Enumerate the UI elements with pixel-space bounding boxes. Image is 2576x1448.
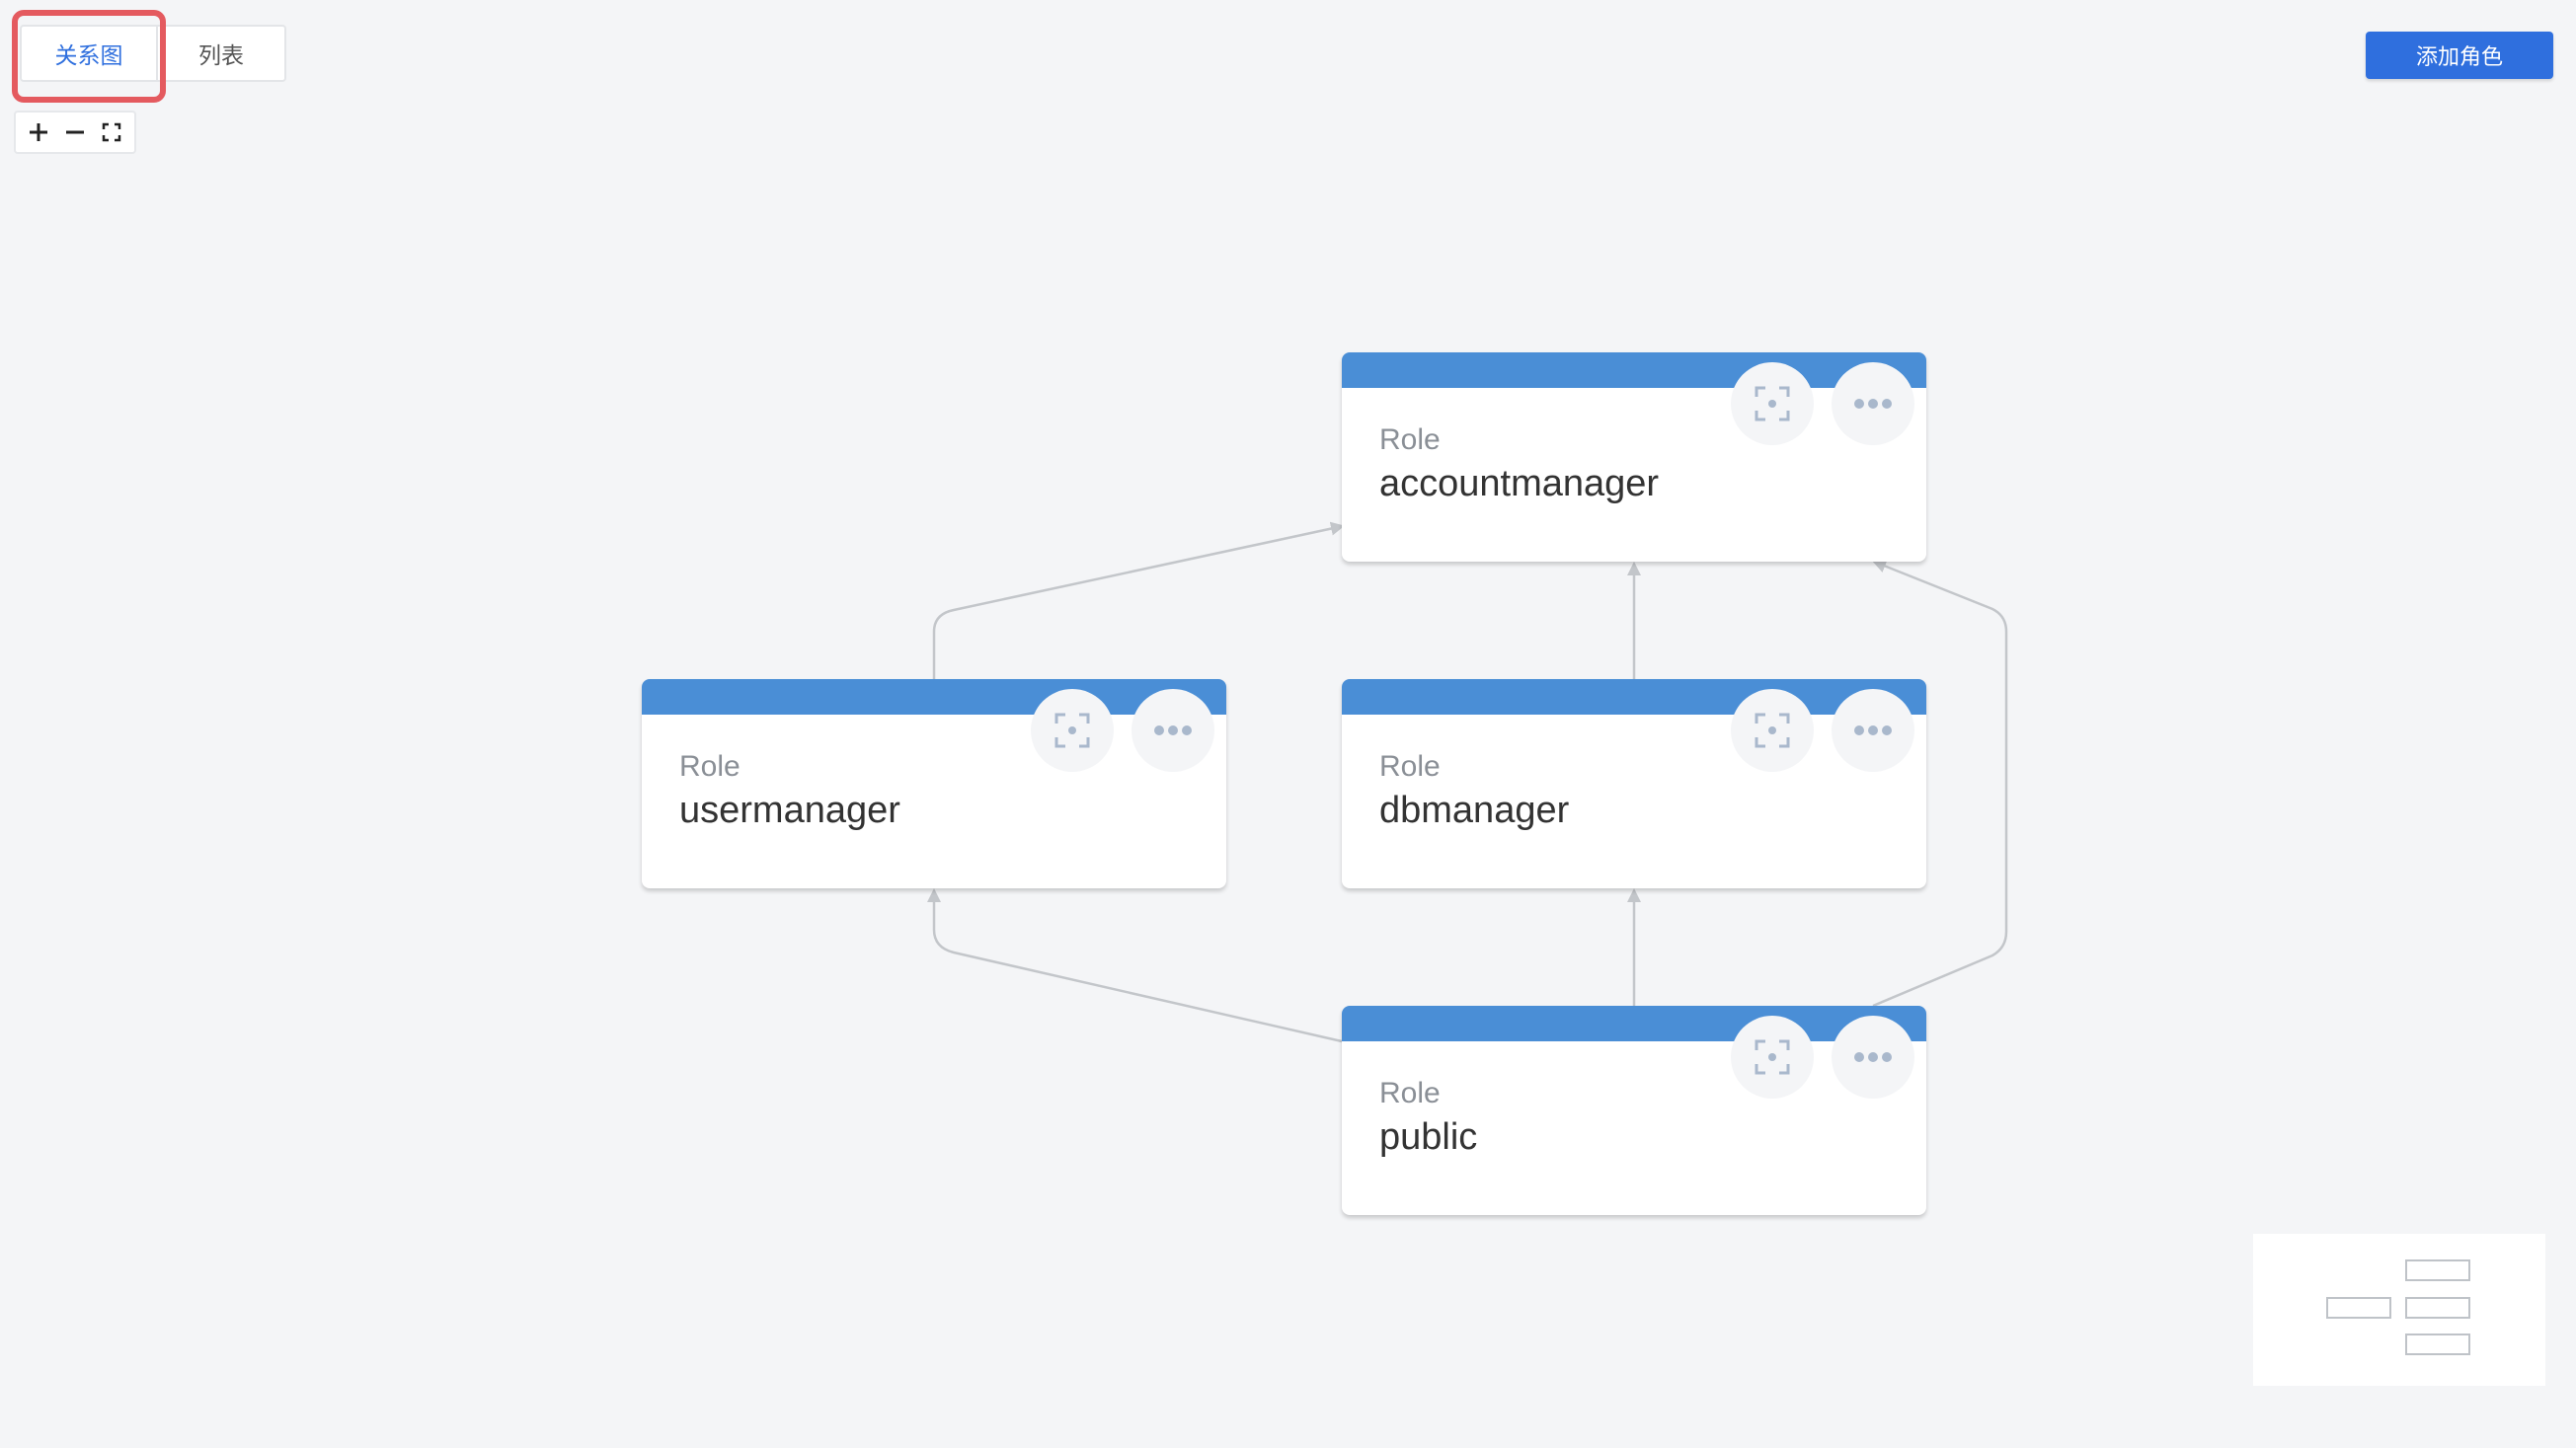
minimap-node-accountmanager [2405, 1259, 2470, 1281]
role-kind-label: Role [1379, 423, 1441, 456]
card-header-bar [1342, 679, 1926, 715]
fit-screen-icon [103, 122, 121, 142]
minimap-node-public [2405, 1334, 2470, 1355]
role-card-public[interactable]: Role public [1342, 1006, 1926, 1215]
more-button[interactable] [1832, 362, 1914, 445]
role-card-dbmanager[interactable]: Role dbmanager [1342, 679, 1926, 888]
role-kind-label: Role [1379, 750, 1441, 783]
focus-button[interactable] [1031, 689, 1114, 772]
fit-screen-button[interactable] [95, 115, 128, 149]
focus-target-icon [1755, 713, 1790, 748]
minimap-node-dbmanager [2405, 1297, 2470, 1319]
focus-button[interactable] [1731, 689, 1814, 772]
role-name: accountmanager [1379, 463, 1660, 504]
role-card-usermanager[interactable]: Role usermanager [642, 679, 1226, 888]
focus-target-icon [1054, 713, 1090, 748]
tab-graph[interactable]: 关系图 [20, 25, 158, 82]
role-name: public [1379, 1116, 1478, 1158]
minus-icon [65, 130, 84, 134]
tab-list[interactable]: 列表 [158, 25, 286, 82]
role-kind-label: Role [1379, 1077, 1441, 1109]
minimap[interactable] [2253, 1234, 2545, 1386]
more-button[interactable] [1132, 689, 1214, 772]
edge-public-usermanager [927, 888, 1343, 1043]
role-card-accountmanager[interactable]: Role accountmanager [1342, 352, 1926, 562]
card-header-bar [1342, 352, 1926, 388]
zoom-controls [14, 111, 136, 154]
view-tabs: 关系图 列表 [20, 25, 286, 84]
role-name: dbmanager [1379, 790, 1570, 831]
edge-usermanager-accountmanager [932, 521, 1345, 679]
focus-button[interactable] [1731, 1016, 1814, 1099]
zoom-in-button[interactable] [22, 115, 55, 149]
plus-icon [29, 123, 47, 141]
role-name: usermanager [679, 790, 900, 831]
focus-button[interactable] [1731, 362, 1814, 445]
role-kind-label: Role [679, 750, 741, 783]
focus-target-icon [1755, 386, 1790, 421]
more-dots-icon [1154, 725, 1192, 735]
add-role-button[interactable]: 添加角色 [2366, 32, 2553, 79]
minimap-node-usermanager [2326, 1297, 2391, 1319]
more-button[interactable] [1832, 689, 1914, 772]
zoom-out-button[interactable] [58, 115, 92, 149]
focus-target-icon [1755, 1039, 1790, 1075]
more-dots-icon [1854, 725, 1892, 735]
more-button[interactable] [1832, 1016, 1914, 1099]
card-header-bar [642, 679, 1226, 715]
more-dots-icon [1854, 1052, 1892, 1062]
card-header-bar [1342, 1006, 1926, 1041]
more-dots-icon [1854, 399, 1892, 409]
